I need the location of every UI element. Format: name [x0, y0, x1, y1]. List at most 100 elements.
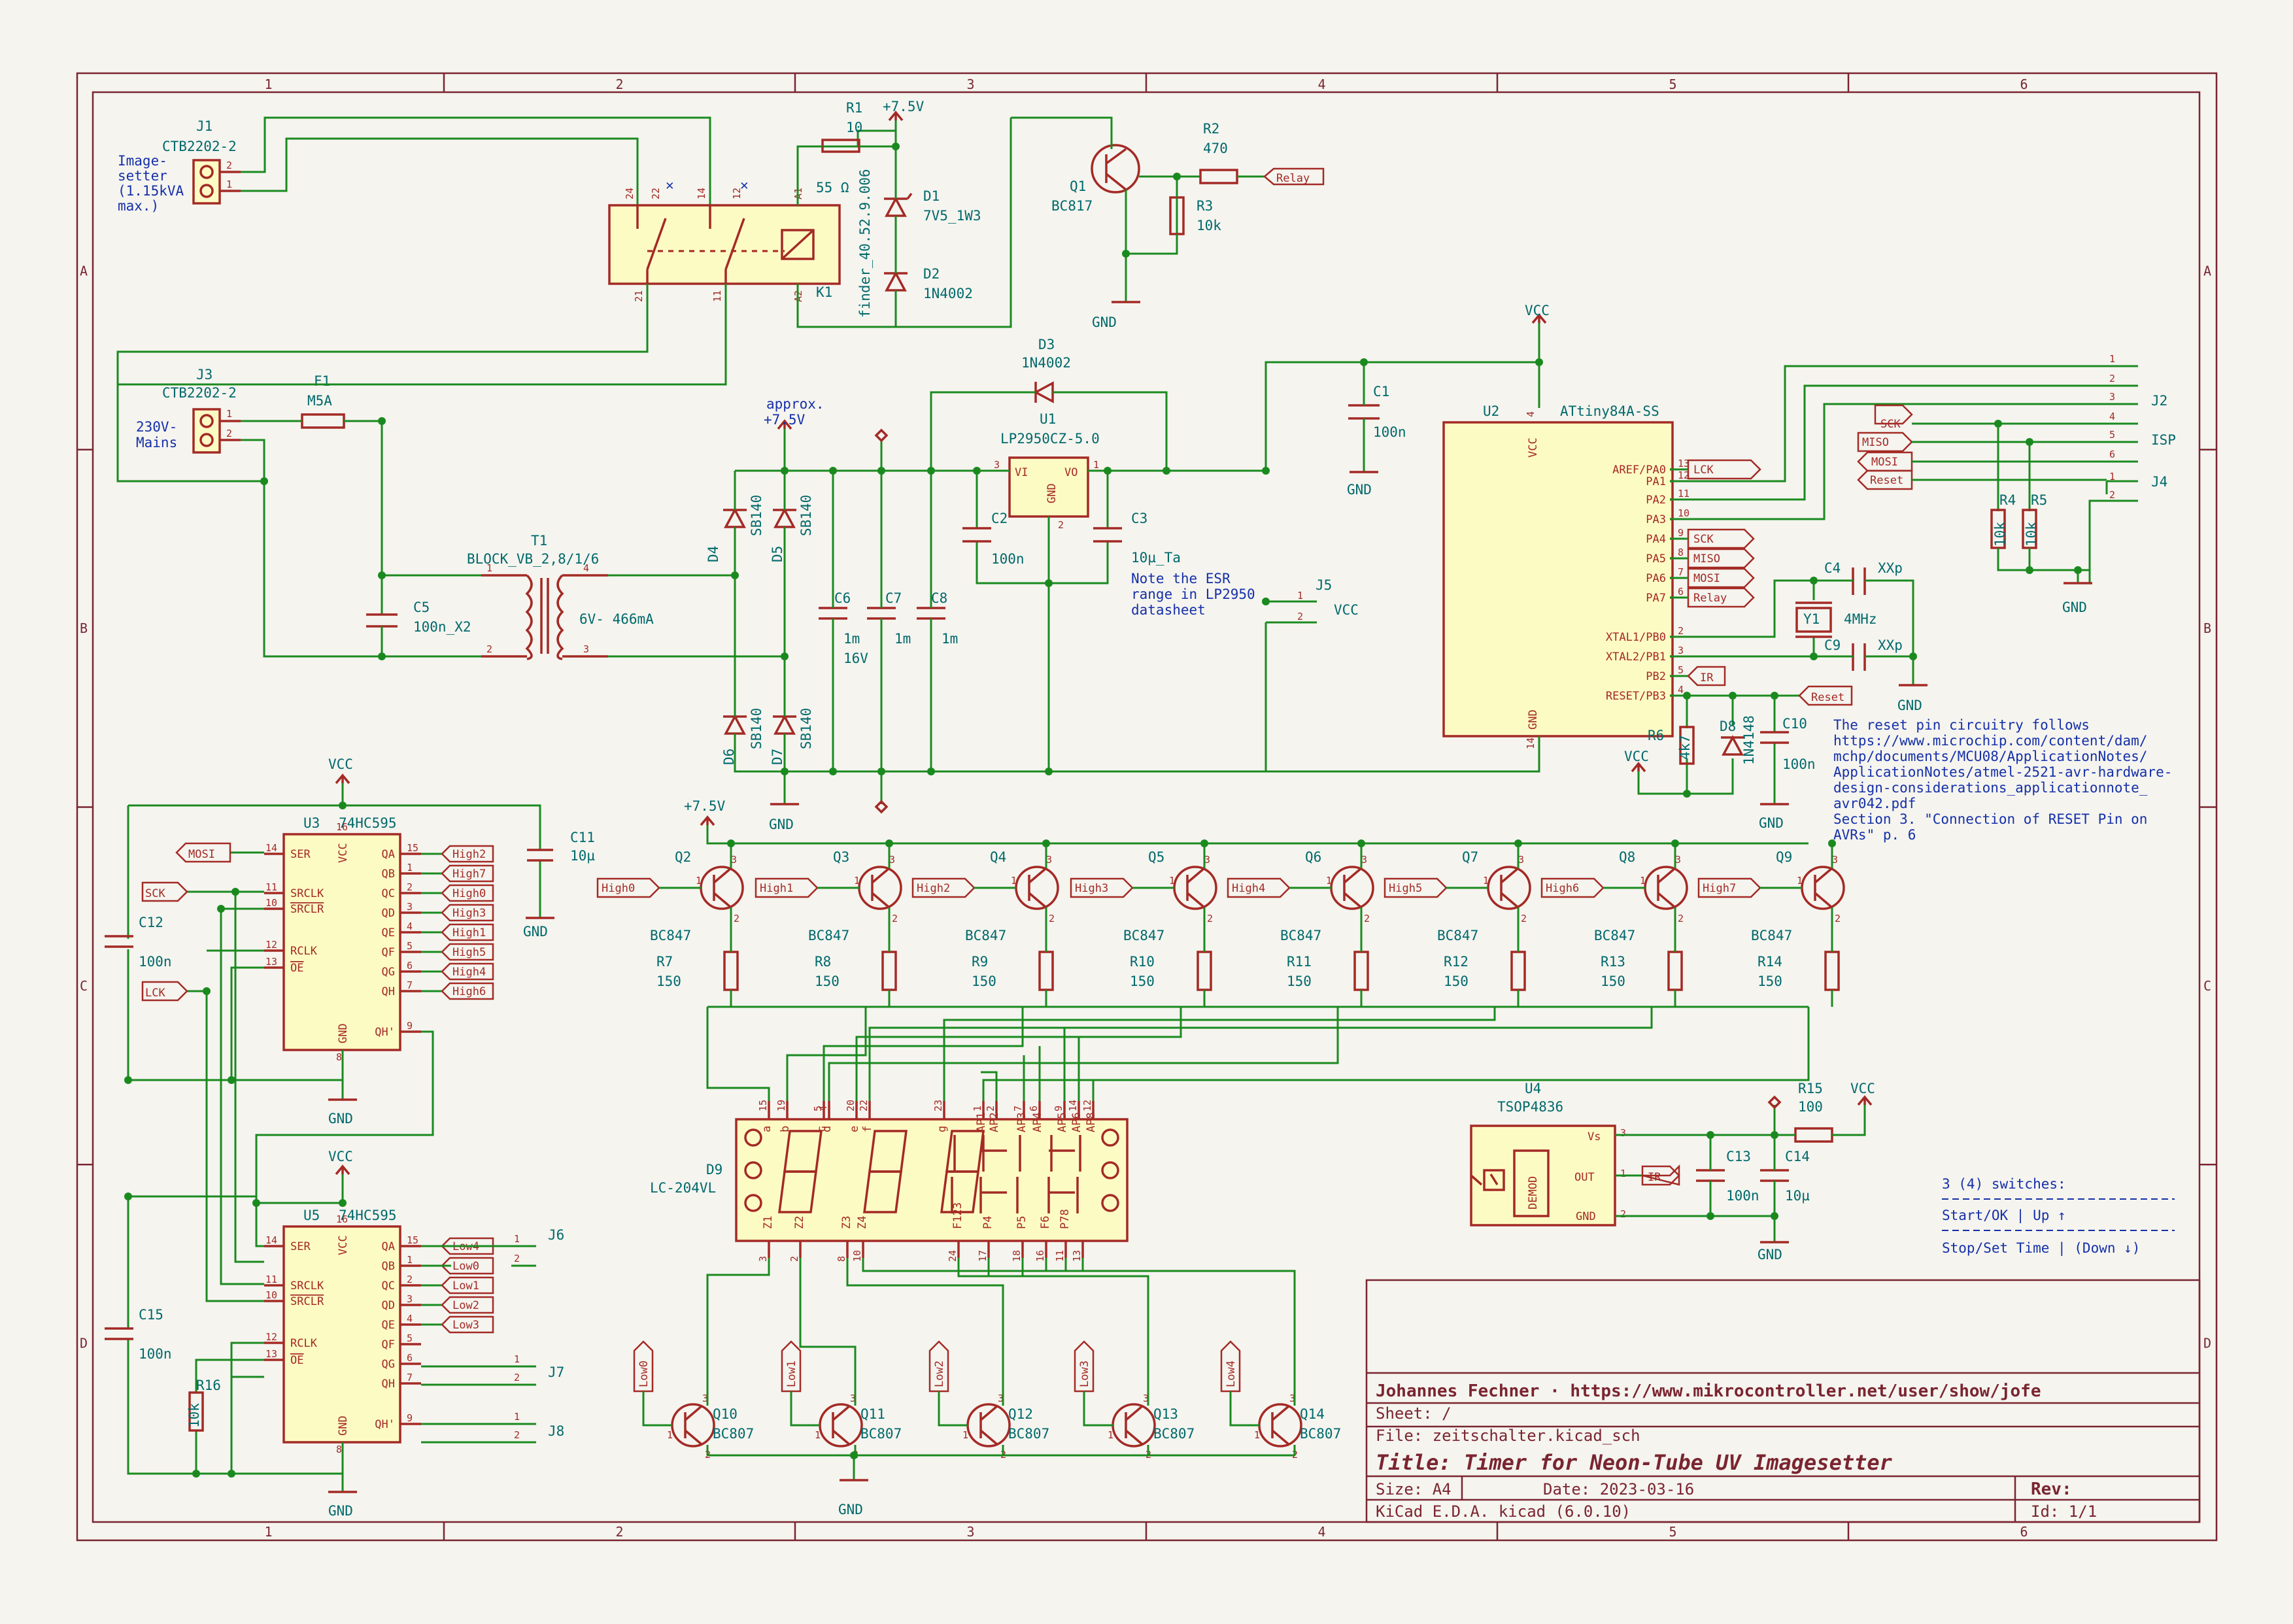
svg-text:LP2950CZ-5.0: LP2950CZ-5.0	[1000, 431, 1100, 447]
svg-text:High0: High0	[452, 887, 486, 900]
zener-d1: D1 7V5_1W3	[884, 188, 981, 224]
svg-text:150: 150	[815, 973, 840, 989]
svg-text:Q11: Q11	[860, 1406, 885, 1422]
svg-text:Mains: Mains	[136, 435, 177, 450]
label-low3: Low3	[441, 1315, 494, 1334]
svg-text:High0: High0	[602, 882, 635, 895]
sr-pin-label: QD	[382, 907, 395, 920]
u2-pin-label: XTAL1/PB0	[1606, 631, 1666, 644]
resistor-r5: R5 10k	[2022, 492, 2047, 549]
gnd-low: GND	[838, 1479, 868, 1517]
sr-gnd-pin: GND	[337, 1415, 350, 1436]
svg-text:Date: 2023-03-16: Date: 2023-03-16	[1543, 1480, 1694, 1498]
d9-pin-number: 24	[947, 1250, 959, 1262]
svg-text:150: 150	[1287, 973, 1312, 989]
sr-pin-number: 4	[407, 1313, 413, 1325]
svg-text:IR: IR	[1648, 1171, 1661, 1184]
svg-text:K1: K1	[816, 284, 832, 300]
label-high4: High4	[441, 962, 494, 981]
label-reset-isp: Reset	[1857, 469, 1913, 490]
svg-text:3: 3	[1143, 1393, 1149, 1404]
sr-pin-number: 13	[265, 956, 277, 968]
svg-text:R15: R15	[1798, 1081, 1823, 1096]
d9-pin-number: 16	[1034, 1250, 1046, 1262]
svg-text:J1: J1	[196, 118, 212, 134]
gnd-u4: GND	[1758, 1241, 1789, 1262]
u2-pin-label: PA5	[1646, 552, 1666, 566]
sr-pin-label: SER	[290, 848, 311, 861]
label-low2: Low2	[441, 1296, 494, 1314]
power-v75-high: +7.5V	[684, 798, 726, 826]
svg-text:1: 1	[1483, 875, 1489, 887]
frame-col-top: 5	[1669, 76, 1677, 92]
svg-text:1N4002: 1N4002	[923, 286, 973, 301]
diode-d8: D8 1N4148	[1720, 715, 1757, 765]
sr-pin-number: 8	[336, 1051, 342, 1063]
d9-segment-label: AP1	[975, 1112, 988, 1132]
svg-text:MOSI: MOSI	[188, 848, 215, 861]
u2-pin-number: 6	[1678, 586, 1684, 598]
d9-digit-label: P4	[981, 1216, 994, 1229]
svg-text:M5A: M5A	[307, 393, 332, 409]
svg-text:Low1: Low1	[452, 1279, 479, 1293]
svg-text:Q12: Q12	[1008, 1406, 1033, 1422]
svg-text:U2: U2	[1483, 403, 1499, 419]
svg-text:R6: R6	[1648, 728, 1664, 743]
svg-text:3: 3	[1046, 854, 1052, 866]
label-high4-base: High4	[1227, 877, 1291, 898]
connector-j7: J7	[548, 1364, 564, 1380]
svg-text:5: 5	[2109, 429, 2115, 441]
svg-text:range in LP2950: range in LP2950	[1131, 586, 1255, 602]
svg-text:12: 12	[731, 188, 743, 199]
svg-text:R1: R1	[846, 100, 862, 116]
svg-text:R7: R7	[656, 954, 673, 970]
svg-text:C12: C12	[139, 915, 163, 930]
svg-text:D9: D9	[706, 1162, 722, 1177]
svg-text:D2: D2	[923, 266, 940, 282]
label-low0: Low0	[441, 1257, 494, 1275]
label-lck-u3: LCK	[141, 981, 188, 1002]
transformer-t1: T1 BLOCK_VB_2,8/1/6 1 2 4 3 6V- 466mA	[467, 533, 654, 660]
d9-pin-number: 10	[851, 1250, 863, 1262]
svg-text:SB140: SB140	[749, 495, 764, 536]
u2-pin-label: PA1	[1646, 475, 1666, 488]
svg-text:SB140: SB140	[798, 495, 814, 536]
svg-text:2: 2	[1521, 913, 1527, 924]
label-low2-base: Low2	[928, 1340, 949, 1393]
d9-digit-label: P78	[1059, 1209, 1072, 1229]
sr-pin-number: 3	[407, 901, 413, 913]
sr-pin-number: 6	[407, 1352, 413, 1364]
note-switches: 3 (4) switches: Start/OK | Up ↑ Stop/Set…	[1942, 1176, 2175, 1257]
svg-text:Q10: Q10	[713, 1406, 738, 1422]
sr-pin-number: 2	[407, 1274, 413, 1285]
svg-text:6: 6	[2109, 448, 2115, 460]
svg-text:3: 3	[1675, 854, 1681, 866]
d9-pin-number: 7	[1012, 1106, 1024, 1111]
svg-text:Q13: Q13	[1153, 1406, 1178, 1422]
svg-text:10k: 10k	[1992, 522, 2008, 547]
u2-pin-number: 2	[1678, 625, 1684, 637]
sr-pin-label: QC	[382, 887, 395, 900]
svg-text:BC817: BC817	[1051, 198, 1093, 214]
svg-text:design-considerations_applicat: design-considerations_applicationnote_	[1833, 780, 2148, 796]
svg-text:max.): max.)	[118, 198, 159, 214]
resistor-r16: R16 10k	[186, 1378, 221, 1432]
d9-pin-number: 11	[1054, 1250, 1066, 1262]
d9-segment-label: a	[760, 1126, 773, 1132]
label-mosi-u3: MOSI	[175, 842, 231, 863]
svg-text:150: 150	[1601, 973, 1625, 989]
svg-text:VI: VI	[1015, 466, 1028, 479]
sr-pin-label: QB	[382, 868, 395, 881]
connector-j2: 1 2 3 5 6 4 J2 ISP J4 1 2	[2109, 353, 2176, 501]
svg-text:Low0: Low0	[637, 1361, 651, 1387]
sr-pin-label: QB	[382, 1260, 395, 1273]
svg-text:4: 4	[1525, 411, 1537, 417]
label-mosi-u2: MOSI	[1687, 567, 1755, 588]
display-d9: D9 LC-204VL 15a19b5c4d20e22f23g1AP12AP27…	[650, 1100, 1129, 1262]
frame-col-bottom: 5	[1669, 1524, 1677, 1540]
